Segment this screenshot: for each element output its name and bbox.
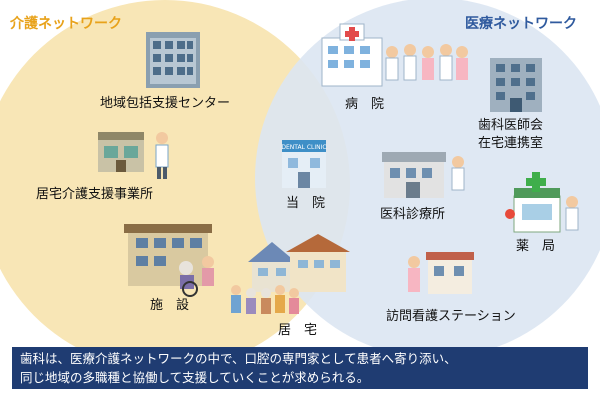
kyotaku-home-icon: [231, 234, 350, 314]
shika-ishikai-building-icon: [490, 58, 542, 112]
homon-kango-station-icon: [408, 252, 474, 294]
clinic-sign-text: DENTAL CLINIC: [281, 144, 326, 151]
yakkyoku-pharmacy-icon: [505, 172, 579, 233]
kyotaku-office-icon: [98, 132, 169, 179]
chiiki-label: 地域包括支援センター: [100, 96, 231, 111]
kyotaku-label: 居宅介護支援事業所: [36, 187, 154, 202]
shika-ishikai-label-line1: 歯科医師会: [478, 118, 544, 133]
summary-banner-line1: 歯科は、医療介護ネットワークの中で、口腔の専門家として患者へ寄り添い、: [20, 351, 457, 366]
ika-shinryo-label: 医科診療所: [380, 207, 446, 222]
iryo-network-header: 医療ネットワーク: [465, 16, 577, 32]
shisetsu-label: 施 設: [150, 298, 190, 313]
shika-ishikai-label-line2: 在宅連携室: [478, 136, 544, 151]
byoin-label: 病 院: [345, 97, 385, 112]
kyotaku-home-label: 居 宅: [278, 323, 318, 338]
toin-label: 当 院: [286, 196, 326, 211]
homon-kango-label: 訪問看護ステーション: [386, 309, 516, 324]
byoin-hospital-icon: [321, 23, 468, 87]
toin-clinic-icon: DENTAL CLINIC: [281, 140, 327, 188]
summary-banner: 歯科は、医療介護ネットワークの中で、口腔の専門家として患者へ寄り添い、 同じ地域…: [12, 347, 588, 389]
shisetsu-building-icon: [124, 224, 214, 297]
summary-banner-line2: 同じ地域の多職種と協働して支援していくことが求められる。: [20, 370, 370, 385]
yakkyoku-label: 薬 局: [516, 239, 556, 254]
ika-shinryo-clinic-icon: [382, 152, 465, 198]
chiiki-building-icon: [146, 32, 200, 88]
kaigo-network-header: 介護ネットワーク: [10, 16, 122, 32]
